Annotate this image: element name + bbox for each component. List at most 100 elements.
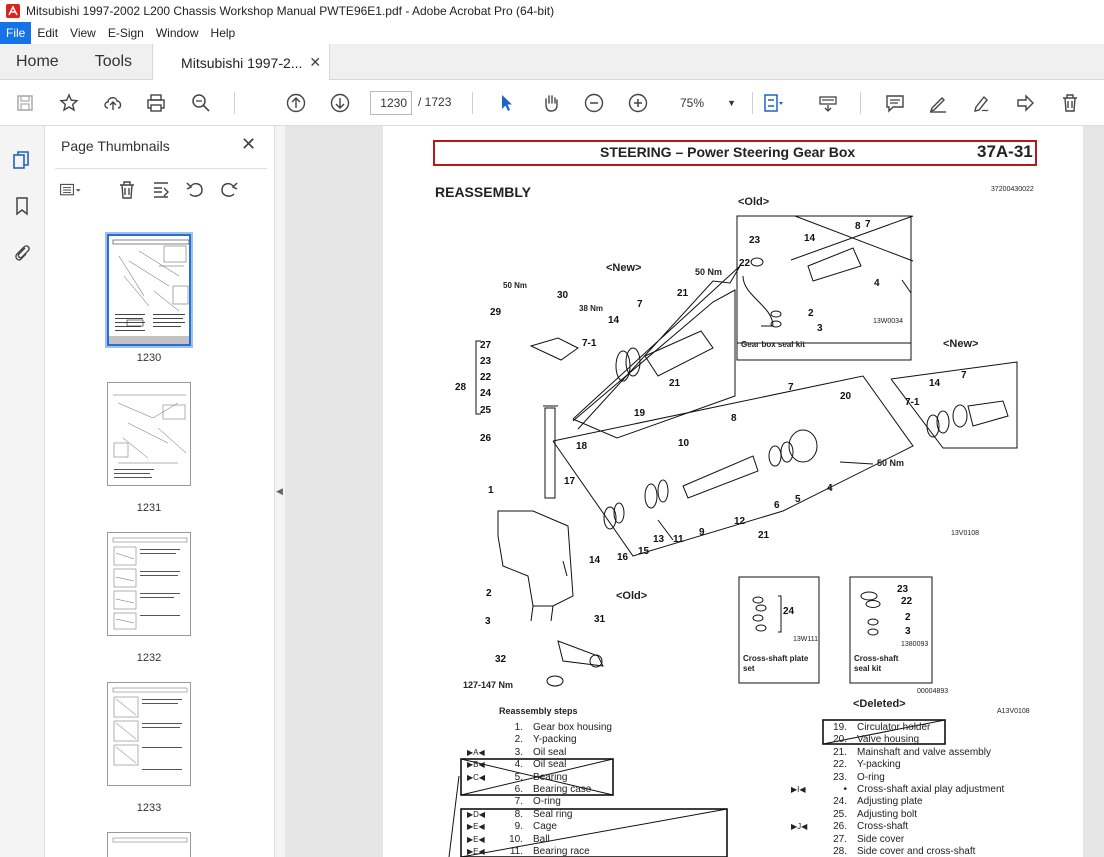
rotate-clockwise-icon[interactable] [217,179,241,201]
zoom-level-value: 75% [680,96,705,110]
page-thumbnails-icon[interactable] [10,148,34,172]
save-icon[interactable] [12,90,38,116]
svg-text:8: 8 [855,221,861,232]
step-row: 1.Gear box housing [514,722,612,733]
fill-sign-icon[interactable] [1012,90,1038,116]
step-row: ▶E◀9.Cage [467,821,557,833]
page-number-input[interactable]: 1230 [370,91,412,115]
tab-home[interactable]: Home [16,53,59,70]
delete-page-icon[interactable] [115,179,139,201]
menu-help[interactable]: Help [210,26,236,40]
svg-text:2: 2 [905,612,911,623]
thumbnail-page-1230[interactable] [105,232,193,348]
svg-text:7: 7 [865,219,871,230]
extract-pages-icon[interactable] [149,179,173,201]
rotate-counterclockwise-icon[interactable] [183,179,207,201]
svg-text:9: 9 [699,527,705,538]
svg-text:27: 27 [480,340,492,351]
options-menu-icon[interactable] [59,179,83,201]
thumbnail-page-1231[interactable] [107,382,191,486]
print-icon[interactable] [143,90,169,116]
svg-text:22: 22 [739,258,751,269]
bookmark-star-icon[interactable] [56,90,82,116]
menu-view[interactable]: View [70,26,96,40]
keyboard-scroll-icon[interactable] [815,90,841,116]
svg-text:30: 30 [557,290,569,301]
svg-text:23: 23 [480,356,492,367]
svg-text:4: 4 [827,483,833,494]
step-row: ▶D◀8.Seal ring [467,808,573,820]
page-fit-icon[interactable] [760,90,786,116]
select-cursor-icon[interactable] [493,90,519,116]
close-panel-icon[interactable]: ✕ [241,134,257,154]
next-page-icon[interactable] [327,90,353,116]
tab-document[interactable]: Mitsubishi 1997-2... ✕ [152,44,331,81]
step-row: ▶A◀3.Oil seal [467,746,567,758]
svg-text:23: 23 [749,235,761,246]
document-viewport[interactable]: STEERING – Power Steering Gear Box 37A-3… [285,126,1104,857]
svg-text:20: 20 [840,391,852,402]
sign-pen-icon[interactable] [968,90,994,116]
bookmarks-icon[interactable] [10,194,34,218]
svg-text:12: 12 [734,516,746,527]
thumbnail-list: 1230 1231 1232 1233 [55,218,267,857]
svg-text:24: 24 [480,388,492,399]
torque-50-a: 50 Nm [503,281,528,290]
tab-document-label: Mitsubishi 1997-2... [181,54,303,71]
page-header-title: STEERING – Power Steering Gear Box [600,144,856,160]
hand-tool-icon[interactable] [538,90,564,116]
menu-window[interactable]: Window [155,26,199,40]
attachments-paperclip-icon[interactable] [10,240,34,264]
thumbnail-page-1233[interactable] [107,682,191,786]
svg-text:24: 24 [783,606,795,617]
svg-text:17: 17 [564,476,576,487]
step-row: 21.Mainshaft and valve assembly [833,746,991,758]
svg-text:3: 3 [817,323,823,334]
previous-page-icon[interactable] [283,90,309,116]
zoom-search-icon[interactable] [188,90,214,116]
tab-tools[interactable]: Tools [94,53,133,70]
zoom-out-icon[interactable] [581,90,607,116]
thumbnail-page-1232[interactable] [107,532,191,636]
svg-text:31: 31 [594,614,606,625]
zoom-level-select[interactable]: 75% ▼ [672,91,744,115]
section-title: REASSEMBLY [435,184,531,200]
svg-text:4: 4 [874,278,880,289]
steps-left-list: 1.Gear box housing 2.Y-packing ▶A◀3.Oil … [467,722,612,857]
label-new-mid: <New> [606,262,642,274]
thumbnail-page-1234[interactable] [107,832,191,857]
code-13w111: 13W111 [793,636,819,643]
pdf-page: STEERING – Power Steering Gear Box 37A-3… [383,126,1083,857]
code-a13v0108: A13V0108 [997,708,1030,715]
svg-text:22: 22 [901,596,913,607]
close-tab-icon[interactable]: ✕ [309,54,322,70]
gear-box-seal-kit-label: Gear box seal kit [741,340,806,349]
cross-shaft-plate-set-label: Cross-shaft plate set [743,654,809,673]
zoom-in-icon[interactable] [625,90,651,116]
step-row: ▶E◀10.Ball [467,833,550,845]
label-old-top: <Old> [738,196,770,208]
cross-shaft-seal-kit-label: Cross-shaft seal kit [854,654,899,673]
svg-text:19: 19 [634,408,646,419]
thumbnail-label: 1230 [136,352,162,364]
window-title: Mitsubishi 1997-2002 L200 Chassis Worksh… [26,4,555,18]
collapse-panel-handle[interactable]: ◀ [275,126,285,857]
collapse-arrow-icon[interactable]: ◀ [276,486,283,496]
svg-text:7-1: 7-1 [582,338,597,349]
left-navigation-rail [0,126,45,857]
svg-text:7: 7 [961,370,967,381]
menu-esign[interactable]: E-Sign [107,26,144,40]
highlight-pen-icon[interactable] [925,90,951,116]
menu-edit[interactable]: Edit [37,26,59,40]
svg-text:25: 25 [480,405,492,416]
page-code: 37200430022 [991,186,1034,193]
menu-file[interactable]: File [0,22,32,44]
svg-text:3: 3 [905,626,911,637]
comment-icon[interactable] [882,90,908,116]
page-header-number: 37A-31 [977,142,1033,161]
steps-title: Reassembly steps [499,706,578,716]
chevron-down-icon: ▼ [727,98,736,108]
upload-cloud-icon[interactable] [100,90,126,116]
delete-trash-icon[interactable] [1057,90,1083,116]
